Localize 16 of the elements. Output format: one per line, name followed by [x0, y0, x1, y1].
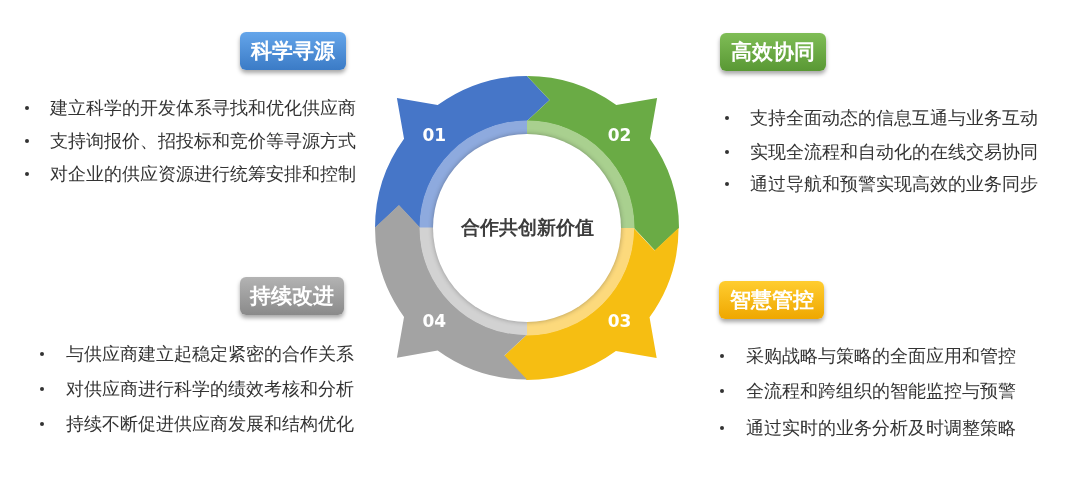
list-item-text: 实现全流程和自动化的在线交易协同 — [750, 141, 1038, 163]
heading-tag: 持续改进 — [240, 277, 344, 315]
list-item-text: 对企业的供应资源进行统筹安排和控制 — [50, 163, 356, 185]
list-item-text: 通过导航和预警实现高效的业务同步 — [750, 173, 1038, 195]
list-item-text: 与供应商建立起稳定紧密的合作关系 — [66, 343, 354, 365]
heading-tag: 高效协同 — [720, 33, 826, 71]
list-item-text: 对供应商进行科学的绩效考核和分析 — [66, 378, 354, 400]
heading-tag: 智慧管控 — [719, 281, 824, 319]
list-item-text: 支持询报价、招投标和竞价等寻源方式 — [50, 130, 356, 152]
list-item-text: 支持全面动态的信息互通与业务互动 — [750, 107, 1038, 129]
list-item-text: 通过实时的业务分析及时调整策略 — [746, 417, 1016, 439]
list-item-text: 采购战略与策略的全面应用和管控 — [746, 345, 1016, 367]
list-item-text: 持续不断促进供应商发展和结构优化 — [66, 413, 354, 435]
list-item-text: 建立科学的开发体系寻找和优化供应商 — [50, 97, 356, 119]
list-item-text: 全流程和跨组织的智能监控与预警 — [746, 380, 1016, 402]
heading-tag: 科学寻源 — [240, 32, 346, 70]
